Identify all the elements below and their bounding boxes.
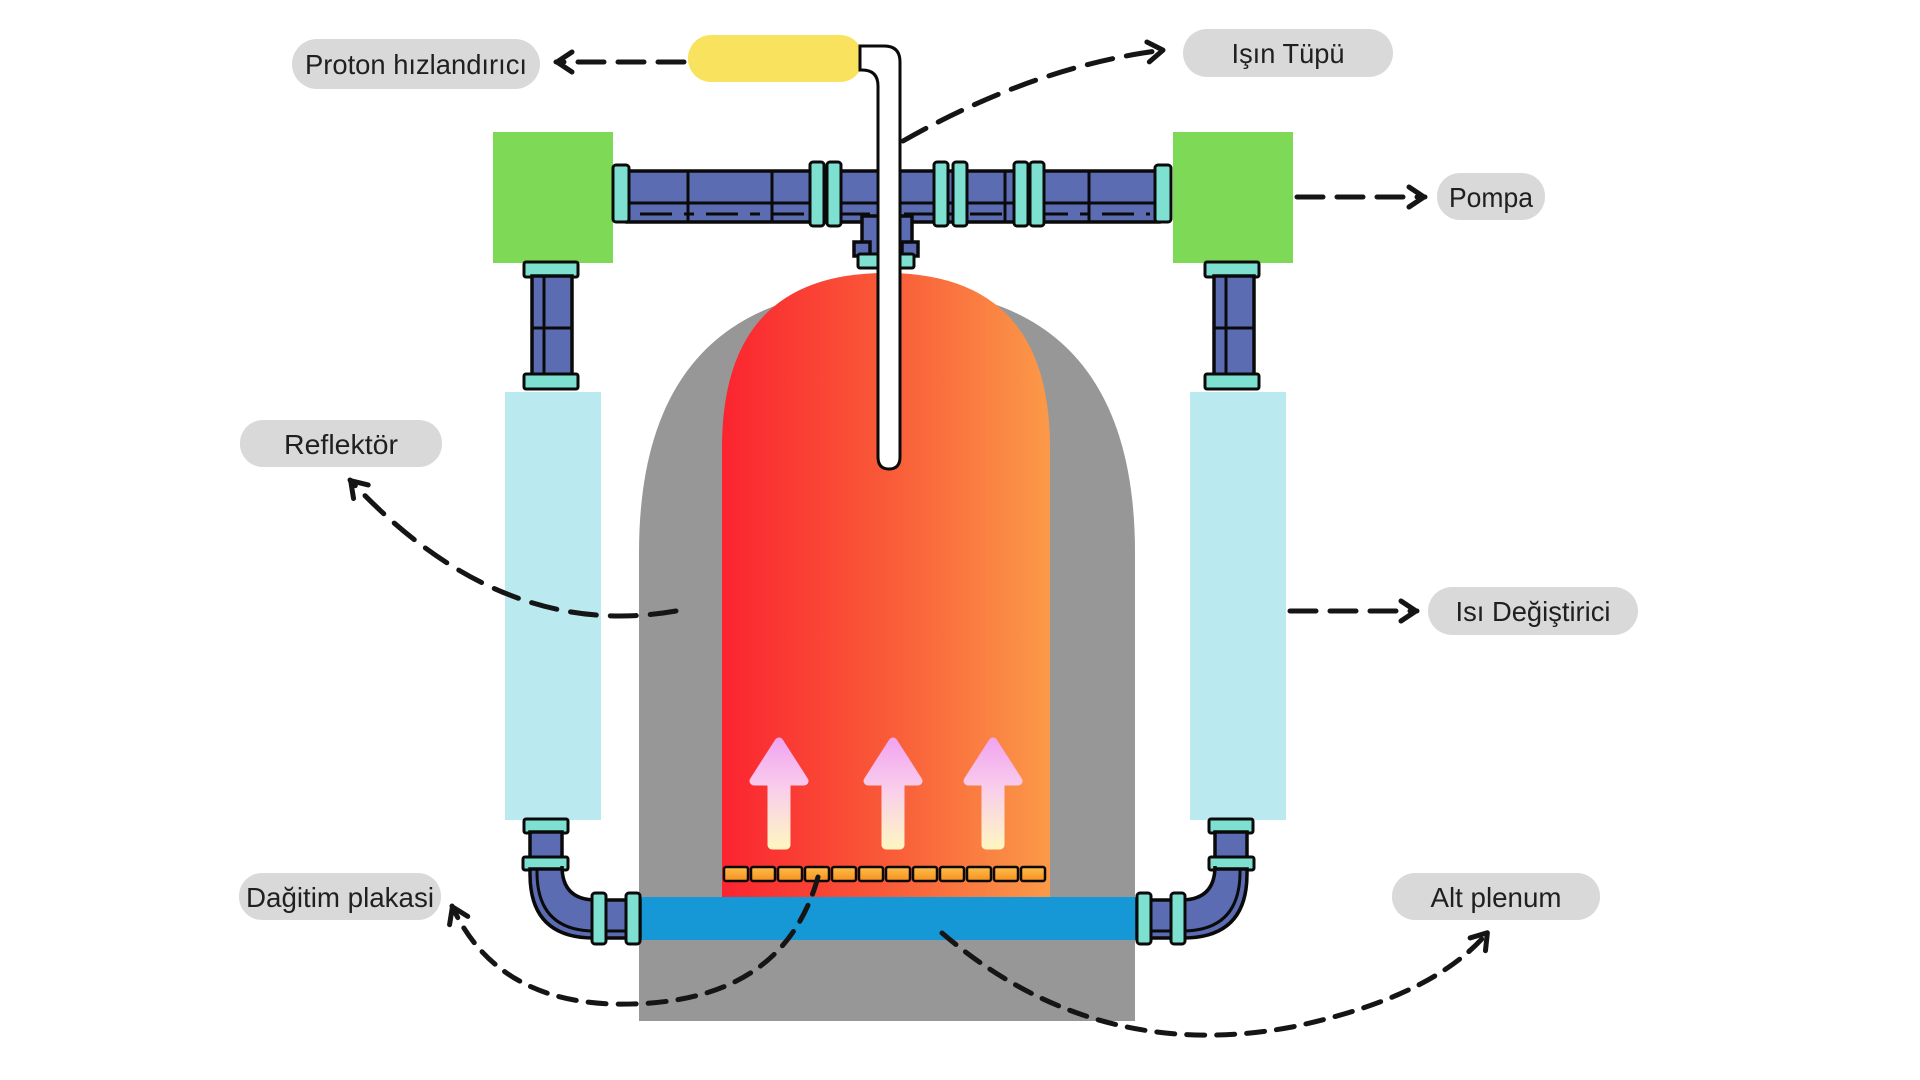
label-reflector-text: Reflektör bbox=[284, 429, 398, 460]
lower-plenum-bar bbox=[640, 897, 1137, 940]
leader-beam-tube bbox=[900, 39, 1167, 144]
label-heat-exchanger-text: Isı Değiştirici bbox=[1456, 596, 1611, 627]
label-reflector: Reflektör bbox=[240, 420, 442, 467]
leader-lower-plenum bbox=[939, 929, 1491, 1038]
pump-downcomer-left bbox=[522, 260, 580, 391]
proton-accelerator-capsule bbox=[688, 35, 863, 82]
leader-distribution-plate bbox=[447, 874, 821, 1007]
label-beam-tube-text: Işın Tüpü bbox=[1232, 38, 1345, 69]
bottom-elbow-right bbox=[1135, 817, 1256, 946]
label-pump-text: Pompa bbox=[1449, 182, 1533, 213]
label-beam-tube: Işın Tüpü bbox=[1183, 29, 1393, 77]
label-distribution-plate-text: Dağitim plakasi bbox=[246, 882, 434, 913]
label-pump: Pompa bbox=[1437, 173, 1545, 220]
reactor-core bbox=[722, 273, 1050, 897]
flow-arrow-center bbox=[863, 737, 923, 850]
label-lower-plenum-text: Alt plenum bbox=[1431, 882, 1562, 913]
pump-block-right bbox=[1173, 132, 1293, 263]
label-lower-plenum: Alt plenum bbox=[1392, 873, 1600, 920]
distribution-plate bbox=[722, 865, 1047, 883]
flow-arrow-right bbox=[963, 737, 1023, 850]
flow-arrow-left bbox=[749, 737, 809, 850]
pump-downcomer-right bbox=[1203, 260, 1261, 391]
label-heat-exchanger: Isı Değiştirici bbox=[1428, 587, 1638, 635]
leader-lines bbox=[347, 39, 1491, 1038]
pump-block-left bbox=[493, 132, 613, 263]
label-distribution-plate: Dağitim plakasi bbox=[239, 873, 441, 920]
label-proton-accelerator: Proton hızlandırıcı bbox=[292, 39, 540, 89]
bottom-elbow-left bbox=[521, 817, 642, 946]
label-proton-accelerator-text: Proton hızlandırıcı bbox=[305, 49, 527, 80]
beam-tube-shape bbox=[858, 44, 902, 471]
leader-reflector bbox=[347, 477, 679, 619]
heat-exchanger-right bbox=[1190, 392, 1286, 820]
coolant-flow-arrows bbox=[749, 737, 1023, 850]
